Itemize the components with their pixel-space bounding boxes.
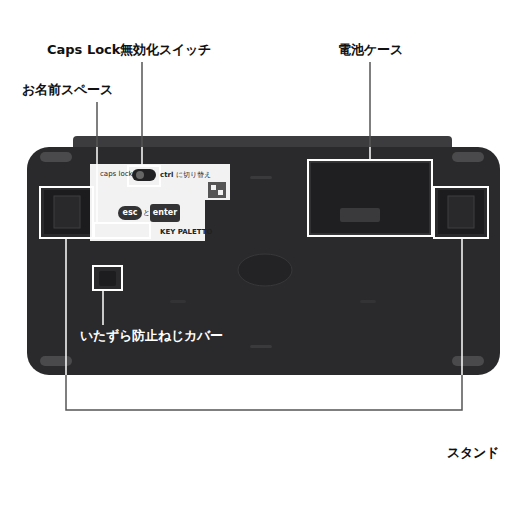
bracket-line (65, 238, 67, 375)
leader-line (141, 147, 143, 166)
rib (170, 300, 186, 303)
stand-detail (448, 196, 474, 228)
sticker-text: caps lock (100, 170, 133, 178)
rubber-foot (452, 356, 484, 366)
leader-line (102, 290, 104, 325)
leader-line (96, 147, 98, 223)
qr-code (218, 190, 223, 195)
callout-label: 電池ケース (338, 43, 403, 58)
rubber-foot (40, 152, 72, 162)
rubber-foot (40, 356, 72, 366)
callout-frame (434, 187, 488, 238)
qr-code (211, 185, 216, 190)
sticker-text: と (143, 209, 150, 217)
switch-knob (136, 171, 144, 179)
leader-line (369, 147, 371, 160)
rib (360, 300, 376, 303)
callout-frame (94, 223, 150, 238)
qr-code (208, 182, 226, 198)
sticker-text: ctrl (160, 171, 173, 179)
stand (44, 190, 90, 234)
rubber-foot (452, 152, 484, 162)
battery-cover (310, 162, 430, 234)
caps-switch (132, 169, 156, 181)
keyboard-body (27, 147, 500, 375)
callout-label: いたずら防止ねじカバー (80, 329, 223, 344)
screw-cover (99, 271, 116, 286)
rib (250, 345, 272, 348)
esc-key-icon (118, 206, 142, 220)
sticker-text: KEY PALETTO (160, 228, 213, 236)
enter-key-icon (150, 204, 180, 222)
battery-latch (340, 208, 380, 222)
callout-label: お名前スペース (22, 83, 113, 98)
key-icon-text: enter (153, 208, 177, 217)
callout-frame (308, 160, 432, 236)
callout-label: Caps Lock無効化スイッチ (47, 43, 211, 58)
sticker-text: に切り替え (176, 171, 211, 179)
leader-line (369, 62, 371, 147)
center-pad (238, 254, 292, 286)
callout-frame (40, 187, 93, 238)
rib (250, 176, 272, 179)
leader-line (96, 102, 98, 147)
stand-detail (54, 196, 80, 228)
key-icon-text: esc (123, 208, 138, 217)
sticker (90, 164, 230, 200)
callout-frame (128, 166, 160, 186)
callout-label: スタンド (447, 446, 499, 461)
callout-frame (93, 266, 122, 290)
bracket-line (461, 238, 463, 375)
leader-line (141, 62, 143, 147)
bracket-line (66, 375, 462, 410)
stand (438, 190, 484, 234)
